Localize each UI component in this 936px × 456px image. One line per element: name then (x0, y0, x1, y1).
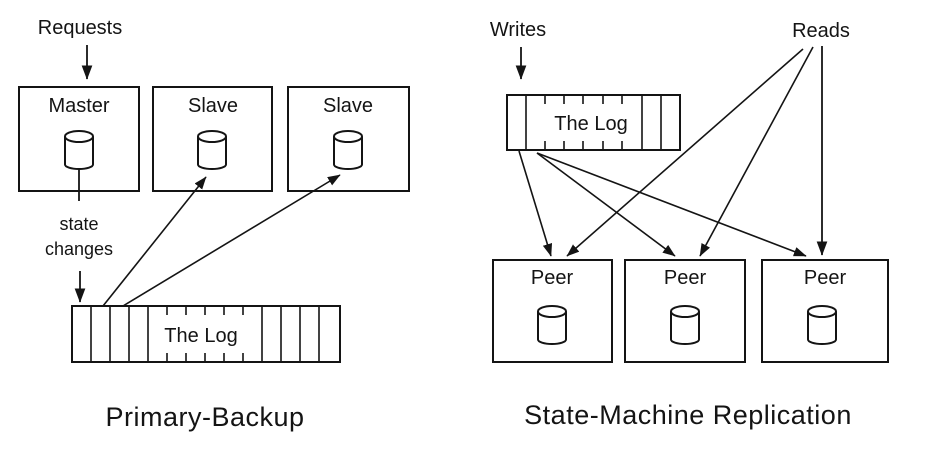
master-database-cylinder-icon (64, 130, 94, 170)
peer-2-database-cylinder-icon (670, 305, 700, 345)
log-to-peer-2-arrow (536, 152, 676, 257)
peer-2-label: Peer (663, 267, 707, 289)
log-rect (71, 305, 341, 363)
state-changes-line-2: changes (44, 239, 114, 259)
log-box-right (506, 94, 681, 151)
peer-3-database-cylinder-icon (807, 305, 837, 345)
log-cell-dividers (90, 306, 320, 362)
state-machine-replication-caption: State-Machine Replication (524, 400, 852, 430)
reads-to-peer-2-arrow (699, 46, 814, 257)
primary-backup-group (18, 45, 410, 363)
writes-label: Writes (489, 19, 547, 41)
primary-backup-caption: Primary-Backup (105, 402, 305, 432)
log-to-peer-1-arrow (518, 150, 553, 257)
reads-label: Reads (792, 20, 850, 42)
state-changes-label: state changes (45, 212, 113, 262)
peer-3-label: Peer (803, 267, 847, 289)
state-machine-replication-group (492, 46, 889, 363)
log-rect (506, 94, 681, 151)
slave-2-label: Slave (322, 95, 374, 117)
log-label-right: The Log (554, 113, 628, 135)
slave-2-database-cylinder-icon (333, 130, 363, 170)
state-changes-line-1: state (59, 214, 99, 234)
requests-label: Requests (37, 17, 123, 39)
log-to-peer-3-arrow (536, 152, 807, 257)
log-cell-dividers (525, 95, 662, 150)
slave-1-label: Slave (187, 95, 239, 117)
log-to-slave-2-arrow (122, 174, 341, 307)
log-to-slave-1-arrow (102, 176, 207, 307)
log-label-left: The Log (164, 325, 238, 347)
slave-1-database-cylinder-icon (197, 130, 227, 170)
reads-to-peer-1-arrow (566, 48, 804, 257)
master-label: Master (48, 95, 110, 117)
log-box-left (71, 305, 341, 363)
peer-1-label: Peer (530, 267, 574, 289)
peer-1-database-cylinder-icon (537, 305, 567, 345)
